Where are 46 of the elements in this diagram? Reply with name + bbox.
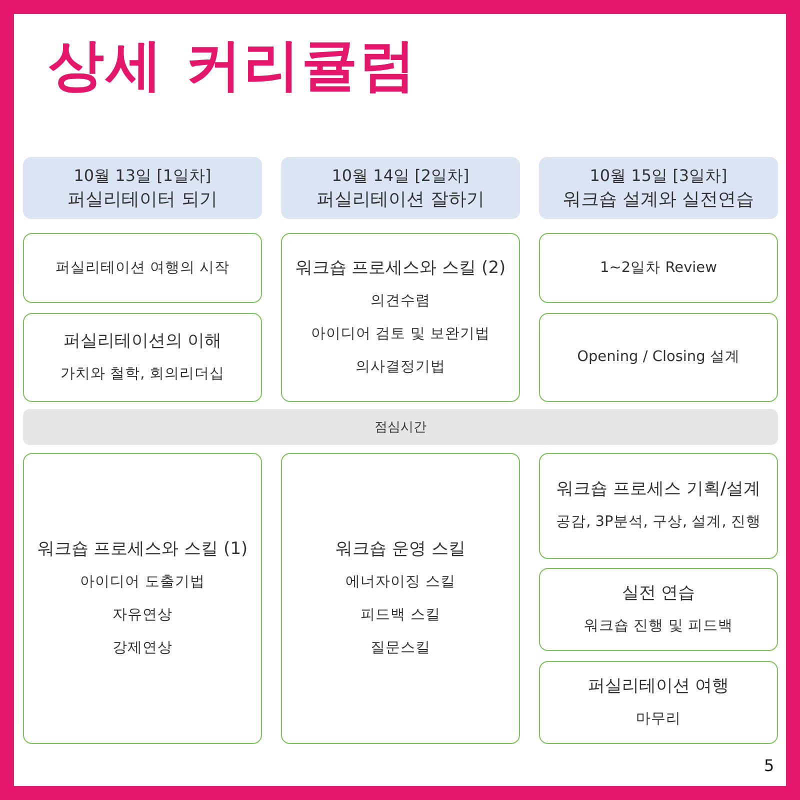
session-box [23, 313, 262, 402]
session-title: 퍼실리테이션 여행 [588, 674, 730, 698]
session-detail: 공감, 3P분석, 구상, 설계, 진행 [556, 513, 761, 532]
date-text: 10월 13일 [1일차] [74, 165, 212, 187]
session-title: 1~2일차 Review [600, 258, 717, 278]
session-detail: 피드백 스킬 [360, 606, 440, 624]
session-detail: 질문스킬 [370, 638, 430, 658]
date-text: 10월 15일 [3일차] [590, 165, 728, 187]
session-detail: 아이디어 검토 및 보완기법 [311, 324, 490, 344]
day-title: 워크숍 설계와 실전연습 [562, 188, 754, 212]
session-box [539, 661, 778, 744]
session-detail: 의견수렴 [370, 292, 430, 310]
session-title: Opening / Closing 설계 [577, 348, 740, 367]
day-header [23, 157, 262, 219]
day-title: 퍼실리테이터 되기 [68, 188, 218, 212]
session-box [281, 233, 520, 402]
day-header [539, 157, 778, 219]
session-detail: 마무리 [636, 710, 681, 728]
session-title: 워크숍 프로세스와 스킬 (2) [295, 256, 506, 280]
day-header [281, 157, 520, 219]
session-box [23, 233, 262, 303]
lunch-band [23, 409, 778, 445]
session-box [539, 568, 778, 651]
session-box [539, 453, 778, 559]
session-detail: 가치와 철학, 회의리더십 [60, 364, 224, 384]
session-detail: 아이디어 도출기법 [80, 572, 205, 592]
band-text: 점심시간 [374, 419, 426, 436]
session-box [539, 313, 778, 402]
session-box [23, 453, 262, 744]
page-title: 상세 커리큘럼 [48, 32, 418, 100]
session-box [539, 233, 778, 303]
session-title: 워크숍 프로세스 기획/설계 [556, 478, 760, 501]
page-number: 5 [764, 756, 774, 775]
day-title: 퍼실리테이션 잘하기 [316, 188, 484, 212]
session-title: 워크숍 운영 스킬 [336, 538, 466, 560]
session-detail: 의사결정기법 [356, 358, 446, 376]
session-detail: 강제연상 [112, 638, 172, 658]
date-text: 10월 14일 [2일차] [332, 165, 470, 187]
session-title: 워크숍 프로세스와 스킬 (1) [37, 538, 248, 560]
session-box [281, 453, 520, 744]
session-detail: 에너자이징 스킬 [346, 572, 456, 592]
session-detail: 워크숍 진행 및 피드백 [584, 616, 733, 636]
session-title: 퍼실리테이션 여행의 시작 [55, 258, 230, 278]
session-detail: 자유연상 [112, 606, 172, 624]
session-title: 실전 연습 [622, 582, 696, 604]
session-title: 퍼실리테이션의 이해 [63, 330, 222, 352]
